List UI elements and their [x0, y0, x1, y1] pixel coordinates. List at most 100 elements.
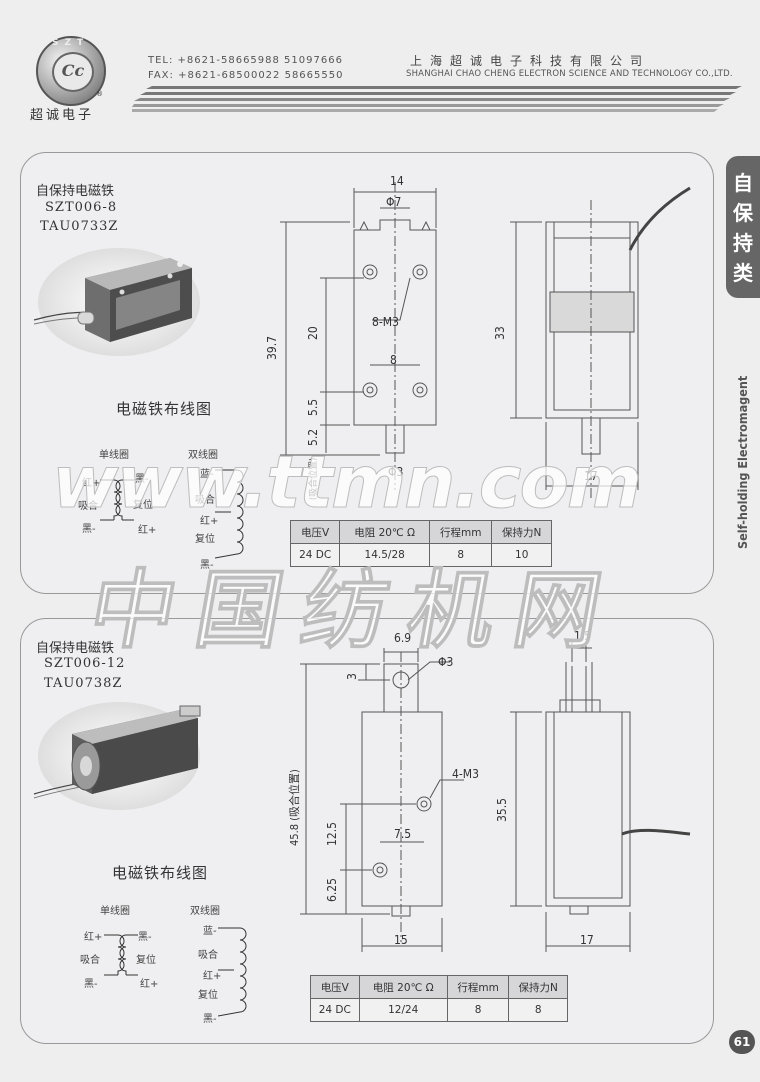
product-1-code: TAU0733Z	[40, 219, 119, 234]
dim-side-height: 35.5	[495, 798, 509, 822]
tel-line: TEL: +8621-58665988 51097666	[148, 55, 343, 66]
wire-label: 吸合	[78, 501, 98, 512]
company-logo	[36, 36, 106, 106]
spec-header: 保持力N	[508, 975, 568, 999]
watermark-cn: 中国纺机网	[81, 561, 630, 662]
spec-voltage: 24 DC	[310, 998, 360, 1022]
single-coil-heading: 单线圈	[100, 906, 130, 917]
company-name-cn: 上海超诚电子科技有限公司	[410, 54, 651, 68]
dim-side-width: 17	[580, 933, 594, 947]
spec-voltage: 24 DC	[289, 543, 341, 567]
spec-resistance: 12/24	[358, 998, 448, 1022]
spec-stroke: 8	[429, 543, 493, 567]
logo-name: 超诚电子	[30, 108, 95, 123]
dim-side-width: 17	[584, 469, 598, 483]
logo-letters: SZT	[52, 38, 90, 48]
wire-label: 黑-	[135, 474, 149, 485]
product-1-wiring-title: 电磁铁布线图	[116, 400, 213, 418]
dim-top-width: 6.9	[394, 631, 411, 645]
spec-holding-force: 8	[508, 998, 568, 1022]
spec-table-2: 电压V 电阻 20℃ Ω 行程mm 保持力N 24 DC 12/24 8 8	[310, 975, 568, 1022]
wire-label: 红+	[138, 525, 157, 536]
logo-mark: Cc	[52, 52, 94, 92]
dim-width: 14	[390, 174, 404, 188]
dim-screw: 4-M3	[452, 767, 479, 781]
dim-6-25: 6.25	[325, 878, 339, 902]
double-coil-symbol	[218, 927, 247, 1017]
wire-label: 复位	[136, 955, 156, 966]
double-coil-heading: 双线圈	[190, 906, 220, 917]
spec-stroke: 8	[446, 998, 510, 1022]
dim-12-5: 12.5	[325, 822, 339, 846]
wire-label: 黑-	[82, 524, 96, 535]
spec-header: 电阻 20℃ Ω	[358, 975, 448, 999]
wire-label: 吸合	[198, 950, 218, 961]
dim-hole-dia: Φ3	[438, 655, 453, 669]
company-name-en: SHANGHAI CHAO CHENG ELECTRON SCIENCE AND…	[406, 69, 733, 79]
dim-side-height: 33	[493, 326, 507, 340]
wire-label: 黑-	[138, 932, 152, 943]
double-coil-heading: 双线圈	[188, 450, 218, 461]
dim-side-top: 1.5	[574, 629, 591, 643]
double-coil-symbol	[215, 469, 244, 559]
single-coil-heading: 单线圈	[99, 450, 129, 461]
wire-label: 红+	[203, 971, 222, 982]
product-2-dimension-drawing: 6.9 Φ3 3 45.8 (吸合位置) 4-M3 12.5 7.5 6.25 …	[287, 629, 691, 952]
wire-label: 复位	[198, 990, 218, 1001]
dim-screw: 8-M3	[372, 315, 399, 329]
spec-header: 行程mm	[446, 975, 510, 999]
wire-label: 红+	[82, 478, 101, 489]
dim-height: 39.7	[265, 336, 279, 360]
spec-header: 电阻 20℃ Ω	[339, 520, 431, 544]
spec-resistance: 14.5/28	[339, 543, 431, 567]
dim-5-2: 5.2	[306, 429, 320, 446]
header-stripes	[132, 86, 742, 112]
single-coil-symbol	[100, 479, 134, 521]
watermark-url: www.ttmn.com	[52, 440, 643, 525]
wire-label: 吸合	[195, 495, 215, 506]
category-label-en: Self-holding Electromagent	[735, 375, 750, 549]
category-tab: 自 保 持 类	[726, 156, 760, 298]
dim-height: 45.8 (吸合位置)	[287, 769, 301, 846]
product-1-dimension-drawing: 14 Φ7 8-M3 8 39.7 20 5.5 5.2 (吸合位置) Φ3 3…	[265, 174, 691, 500]
wire-label: 复位	[195, 534, 215, 545]
wire-label: 红+	[140, 979, 159, 990]
dim-8: 8	[390, 353, 397, 367]
fax-line: FAX: +8621-68500022 58665550	[148, 70, 344, 81]
wire-label: 蓝-	[203, 926, 217, 937]
product-2-title: 自保持电磁铁	[36, 641, 115, 656]
product-2-code: TAU0738Z	[44, 676, 123, 691]
category-label-en-text: Self-holding Electromagent	[735, 375, 750, 549]
wire-label: 吸合	[80, 955, 100, 966]
dim-hole-dia: Φ7	[386, 195, 401, 209]
dim-width: 15	[394, 933, 408, 947]
spec-header: 电压V	[310, 975, 360, 999]
wire-label: 黑-	[203, 1014, 217, 1025]
wire-label: 红+	[84, 932, 103, 943]
dim-5-5: 5.5	[306, 399, 320, 416]
wire-label: 红+	[200, 516, 219, 527]
wire-label: 复位	[133, 500, 153, 511]
product-1-model: SZT006-8	[45, 200, 118, 215]
dim-3: 3	[345, 673, 359, 680]
spec-holding-force: 10	[491, 543, 552, 567]
product-2-model: SZT006-12	[44, 656, 126, 671]
spec-header: 电压V	[289, 520, 341, 544]
spec-table-1: 电压V 电阻 20℃ Ω 行程mm 保持力N 24 DC 14.5/28 8 1…	[289, 520, 552, 567]
registered-mark: ®	[96, 90, 103, 98]
product-1-photo	[33, 258, 192, 342]
product-1-title: 自保持电磁铁	[36, 184, 115, 199]
spec-header: 行程mm	[429, 520, 493, 544]
single-coil-symbol	[104, 934, 138, 976]
wire-label: 蓝-	[200, 469, 214, 480]
dim-20: 20	[306, 326, 320, 340]
dim-position-label: (吸合位置)	[307, 458, 319, 500]
wire-label: 黑-	[84, 979, 98, 990]
dim-7-5: 7.5	[394, 827, 411, 841]
dim-pin-dia: Φ3	[388, 465, 403, 479]
product-panel-2	[20, 618, 714, 1044]
wire-label: 黑-	[200, 560, 214, 571]
product-2-photo	[33, 705, 201, 799]
page-number: 61	[729, 1030, 755, 1054]
product-2-wiring-title: 电磁铁布线图	[112, 864, 209, 882]
